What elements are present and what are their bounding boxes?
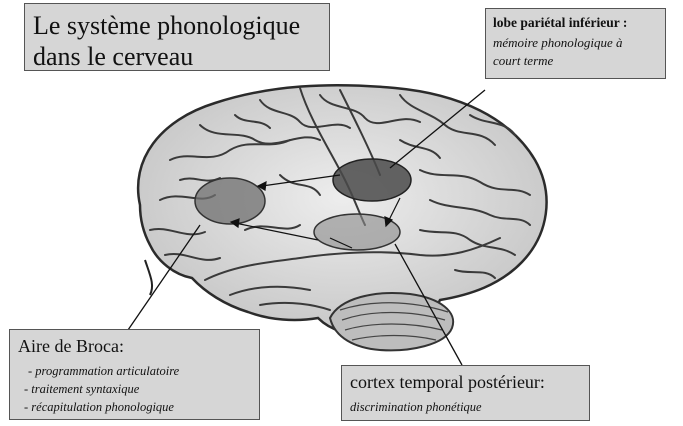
- broca-heading: Aire de Broca:: [18, 336, 124, 357]
- parietal-label-box: lobe pariétal inférieur : mémoire phonol…: [485, 8, 666, 79]
- title-text: Le système phonologique dans le cerveau: [33, 10, 300, 72]
- broca-function-list: - programmation articulatoire - traiteme…: [24, 362, 179, 416]
- cerebellum: [330, 293, 453, 350]
- temporal-label-box: cortex temporal postérieur: discriminati…: [341, 365, 590, 421]
- parietal-desc-line-1: mémoire phonologique à: [493, 35, 623, 50]
- parietal-desc-line-2: court terme: [493, 53, 553, 68]
- parietal-region: [333, 159, 411, 201]
- parietal-description: mémoire phonologique à court terme: [493, 34, 623, 70]
- title-line-1: Le système phonologique: [33, 11, 300, 40]
- title-box: Le système phonologique dans le cerveau: [24, 3, 330, 71]
- broca-label-box: Aire de Broca: - programmation articulat…: [9, 329, 260, 420]
- broca-function-item: - récapitulation phonologique: [24, 398, 179, 416]
- broca-function-item: - traitement syntaxique: [24, 380, 179, 398]
- broca-region: [195, 178, 265, 224]
- title-line-2: dans le cerveau: [33, 42, 193, 71]
- broca-function-item: - programmation articulatoire: [24, 362, 179, 380]
- temporal-description: discrimination phonétique: [350, 400, 482, 415]
- temporal-heading: cortex temporal postérieur:: [350, 372, 545, 393]
- parietal-heading: lobe pariétal inférieur :: [493, 15, 627, 31]
